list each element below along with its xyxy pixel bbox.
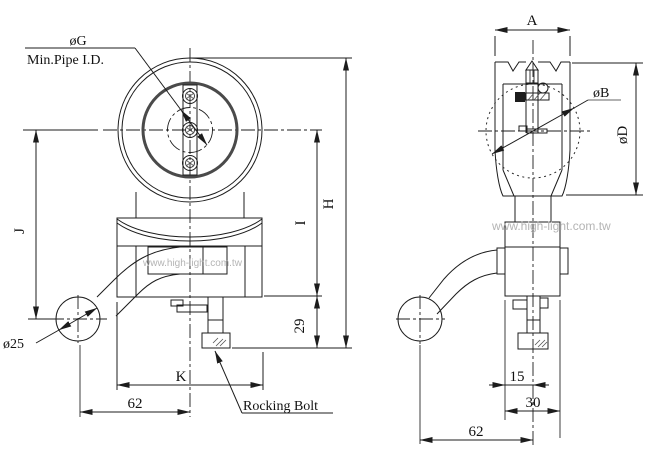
label-o25: ø25	[3, 337, 24, 352]
dim-label-K: K	[176, 369, 187, 385]
dim-label-62-right: 62	[469, 424, 484, 440]
dim-label-29: 29	[292, 319, 308, 334]
dim-29: 29	[232, 295, 352, 349]
watermark-right: www.high-light.com.tw	[491, 219, 611, 233]
callout-o25: ø25	[3, 307, 98, 352]
dim-label-OD: øD	[615, 126, 631, 145]
rocking-bolt-shaft	[207, 296, 224, 334]
dim-62-left: 62	[79, 345, 191, 417]
dim-I: I	[264, 129, 322, 297]
handle-arm-outer	[428, 249, 498, 299]
callout-rocking-bolt: Rocking Bolt	[214, 350, 333, 414]
right-view	[396, 40, 592, 447]
dim-62-right: 62	[419, 345, 534, 444]
dim-K: K	[116, 302, 264, 390]
dim-J: J	[12, 129, 57, 320]
dim-label-15: 15	[510, 369, 525, 385]
bolt-top	[182, 88, 198, 104]
label-rocking-bolt: Rocking Bolt	[243, 399, 318, 414]
handle-arm-outer	[96, 246, 181, 298]
dim-H: H	[190, 57, 352, 349]
dim-label-62-left: 62	[128, 396, 143, 412]
callout-oB: øB	[491, 86, 621, 155]
dim-label-A: A	[527, 13, 538, 29]
rocking-bolt-head	[201, 332, 231, 349]
watermark-left: www.high-light.com.tw	[142, 258, 243, 269]
label-oB: øB	[593, 86, 609, 101]
callout-oG-min-pipe: øG Min.Pipe I.D.	[25, 34, 208, 146]
dim-30: 30	[504, 300, 561, 438]
dim-A: A	[494, 13, 571, 56]
dim-label-30: 30	[526, 395, 541, 411]
left-view	[23, 48, 322, 417]
bolt-bottom	[182, 155, 198, 171]
dim-OD: øD	[566, 62, 643, 196]
dim-15: 15	[489, 300, 549, 420]
handle-arm-inner	[115, 273, 181, 317]
handle-arm-inner	[436, 272, 498, 315]
dim-label-J: J	[12, 228, 28, 234]
label-min-pipe-id: Min.Pipe I.D.	[27, 53, 104, 68]
dim-label-H: H	[321, 198, 337, 209]
dim-label-I: I	[293, 221, 309, 226]
label-oG: øG	[69, 34, 86, 49]
rocking-bolt-shaft	[526, 295, 541, 334]
rocking-bolt-head	[517, 332, 549, 350]
